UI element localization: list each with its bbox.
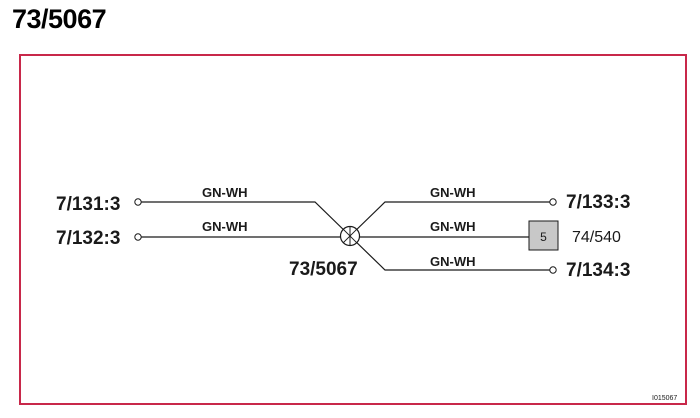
wire-label-right-top: GN-WH	[430, 185, 476, 200]
wire-right-middle: GN-WH	[360, 219, 529, 238]
page-title: 73/5067	[12, 4, 107, 34]
terminal-label-left-top: 7/131:3	[56, 194, 120, 215]
reference-code: I015067	[652, 395, 677, 402]
terminal-label-right-bottom: 7/134:3	[566, 260, 630, 281]
terminal-point-left-top	[134, 198, 142, 206]
terminal-point-right-bottom	[549, 266, 557, 274]
terminal-point-left-bottom	[134, 233, 142, 241]
splice-label: 73/5067	[289, 259, 358, 280]
wire-line-right-top	[349, 201, 550, 237]
splice-point-icon	[339, 225, 361, 247]
wire-label-right-bottom: GN-WH	[430, 254, 476, 269]
wire-right-top: GN-WH	[349, 185, 557, 237]
wire-right-bottom: GN-WH	[349, 235, 557, 274]
wire-left-top: GN-WH	[134, 185, 351, 237]
wire-line-left-top	[141, 201, 351, 237]
wire-label-left-bottom: GN-WH	[202, 219, 248, 234]
wire-label-left-top: GN-WH	[202, 185, 248, 200]
terminal-label-left-bottom: 7/132:3	[56, 228, 120, 249]
diagram-frame	[19, 54, 687, 405]
connector-box	[528, 220, 559, 251]
terminal-label-right-top: 7/133:3	[566, 192, 630, 213]
wire-left-bottom: GN-WH	[134, 219, 340, 241]
connector-label: 74/540	[572, 229, 621, 246]
wire-line-right-bottom	[349, 235, 550, 271]
connector-74-540: 5 74/540	[528, 220, 621, 251]
terminal-point-right-top	[549, 198, 557, 206]
wire-label-right-middle: GN-WH	[430, 219, 476, 234]
connector-pin-label: 5	[540, 230, 547, 244]
